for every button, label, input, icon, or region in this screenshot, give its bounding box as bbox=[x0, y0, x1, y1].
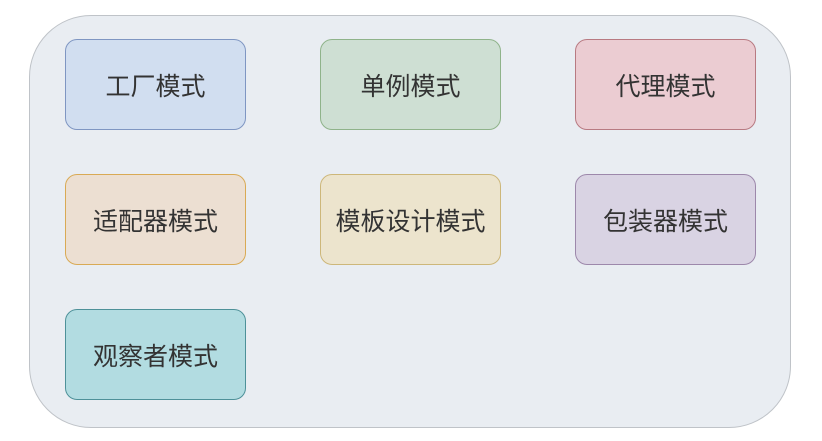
node-label: 工厂模式 bbox=[105, 71, 206, 101]
node-template-method-pattern[interactable]: 模板设计模式 bbox=[320, 174, 501, 265]
node-label: 包装器模式 bbox=[602, 206, 728, 236]
node-label: 适配器模式 bbox=[92, 206, 218, 236]
node-label: 模板设计模式 bbox=[335, 206, 486, 236]
node-factory-pattern[interactable]: 工厂模式 bbox=[65, 39, 246, 130]
node-proxy-pattern[interactable]: 代理模式 bbox=[575, 39, 756, 130]
node-observer-pattern[interactable]: 观察者模式 bbox=[65, 309, 246, 400]
node-label: 单例模式 bbox=[360, 71, 461, 101]
node-singleton-pattern[interactable]: 单例模式 bbox=[320, 39, 501, 130]
node-label: 观察者模式 bbox=[92, 341, 218, 371]
node-label: 代理模式 bbox=[615, 71, 716, 101]
node-adapter-pattern[interactable]: 适配器模式 bbox=[65, 174, 246, 265]
node-decorator-pattern[interactable]: 包装器模式 bbox=[575, 174, 756, 265]
